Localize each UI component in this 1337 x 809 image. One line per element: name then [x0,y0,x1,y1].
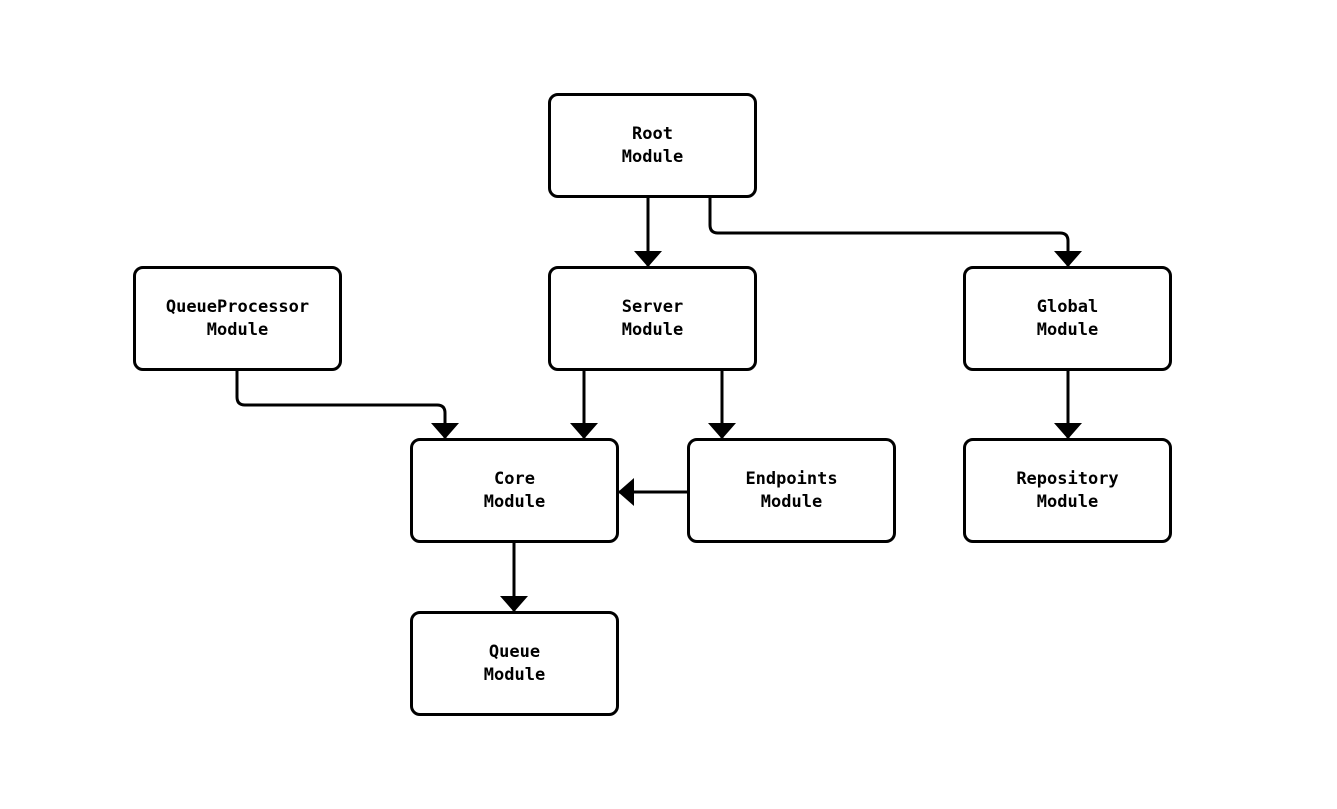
node-queue: Queue Module [410,611,619,716]
node-endpoints: Endpoints Module [687,438,896,543]
node-global-label: Global Module [1036,296,1099,340]
node-repository-label: Repository Module [1016,468,1119,512]
node-server: Server Module [548,266,757,371]
edge-root-global [708,198,1082,267]
node-root-label: Root Module [621,123,684,167]
node-queue-label: Queue Module [483,641,546,685]
node-queue-processor: QueueProcessor Module [133,266,342,371]
edge-queue-processor-core [235,371,459,439]
edge-group [235,198,1082,612]
node-repository: Repository Module [963,438,1172,543]
node-endpoints-label: Endpoints Module [745,468,838,512]
node-server-label: Server Module [621,296,684,340]
node-core: Core Module [410,438,619,543]
node-global: Global Module [963,266,1172,371]
node-root: Root Module [548,93,757,198]
node-core-label: Core Module [483,468,546,512]
node-queue-processor-label: QueueProcessor Module [165,296,310,340]
